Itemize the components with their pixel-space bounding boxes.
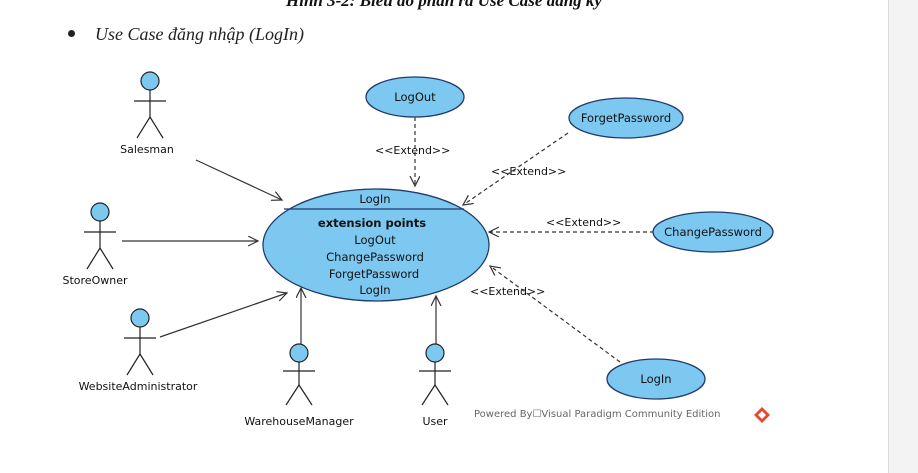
extend-label-logout: <<Extend>> — [375, 144, 450, 157]
actor-storeowner-icon — [84, 202, 116, 270]
actor-websiteadmin-label: WebsiteAdministrator — [79, 380, 198, 393]
scrollbar-gutter[interactable] — [888, 0, 918, 473]
ext-point: LogIn — [359, 283, 390, 297]
bullet-item-text: Use Case đăng nhập (LogIn) — [95, 24, 304, 44]
ext-point: ChangePassword — [326, 250, 424, 264]
actor-user-icon — [419, 343, 451, 406]
use-case-login-main[interactable]: LogIn extension points LogOut ChangePass… — [262, 188, 490, 302]
ext-point: LogOut — [354, 233, 396, 247]
assoc-salesman — [195, 159, 282, 200]
bullet-dot-icon — [68, 30, 75, 38]
actor-websiteadmin-icon — [124, 308, 156, 376]
powered-by-text: Powered By☐Visual Paradigm Community Edi… — [474, 409, 720, 420]
actor-warehousemanager-label: WarehouseManager — [244, 415, 354, 428]
document-page: Hình 3-2: Biểu đồ phân rã Use Case đăng … — [62, 0, 774, 428]
actor-salesman-icon — [134, 71, 166, 139]
assoc-websiteadmin — [159, 293, 287, 338]
bullet-item: Use Case đăng nhập (LogIn) — [68, 24, 304, 45]
extend-label-login: <<Extend>> — [470, 285, 545, 298]
figure-caption-top: Hình 3-2: Biểu đồ phân rã Use Case đăng … — [286, 0, 602, 10]
use-case-login[interactable]: LogIn — [606, 358, 706, 400]
actor-user-label: User — [422, 415, 448, 428]
actor-storeowner-label: StoreOwner — [63, 274, 128, 287]
extend-label-forgetpassword: <<Extend>> — [491, 165, 566, 178]
use-case-diagram: <<Extend>> <<Extend>> <<Extend>> <<Exten… — [63, 71, 774, 428]
ext-points-header: extension points — [318, 216, 426, 230]
actor-warehousemanager-icon — [283, 343, 315, 406]
extend-label-changepassword: <<Extend>> — [546, 216, 621, 229]
extend-login — [490, 266, 621, 363]
svg-text:ForgetPassword: ForgetPassword — [581, 111, 671, 125]
svg-text:LogOut: LogOut — [394, 90, 436, 104]
visual-paradigm-logo-icon — [754, 407, 770, 423]
svg-text:LogIn: LogIn — [640, 372, 671, 386]
extend-forgetpassword — [463, 132, 569, 205]
use-case-logout[interactable]: LogOut — [365, 76, 465, 118]
main-use-case-name: LogIn — [359, 192, 390, 206]
use-case-changepassword[interactable]: ChangePassword — [652, 211, 774, 253]
svg-text:ChangePassword: ChangePassword — [664, 225, 762, 239]
use-case-forgetpassword[interactable]: ForgetPassword — [568, 97, 684, 139]
ext-point: ForgetPassword — [329, 267, 419, 281]
actor-salesman-label: Salesman — [120, 143, 174, 156]
